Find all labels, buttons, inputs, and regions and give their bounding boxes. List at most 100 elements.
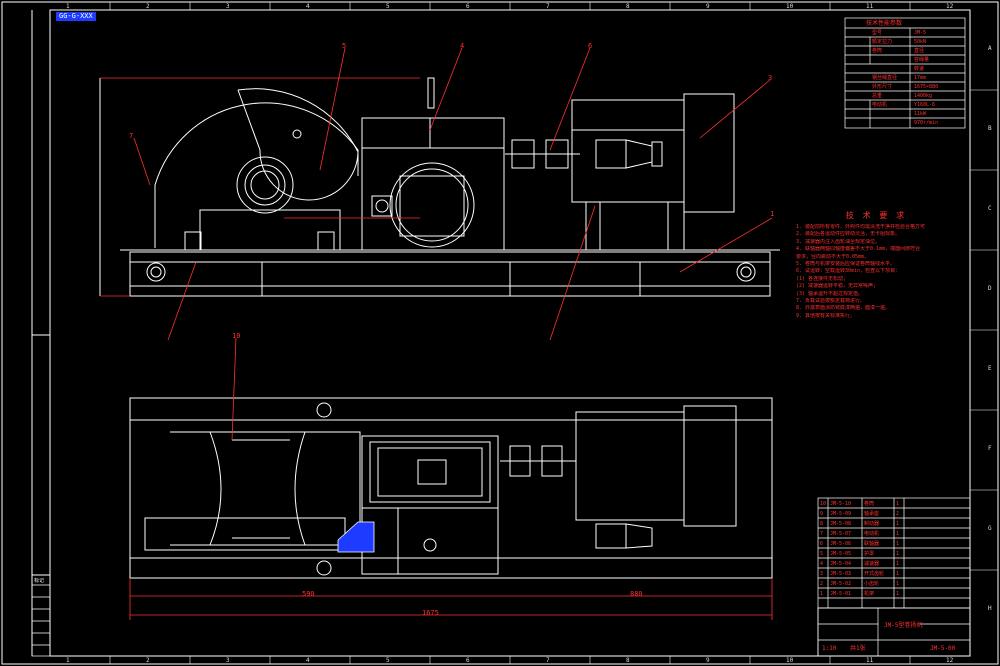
grid-column-label: 6 — [466, 657, 470, 664]
part-number-5: 5 — [342, 42, 347, 50]
grid-column-label: 7 — [546, 3, 550, 10]
grid-column-label: 1 — [66, 657, 70, 664]
grid-column-label: 2 — [146, 657, 150, 664]
spec-row-value: JM-5 — [914, 30, 927, 36]
grid-row-label: B — [988, 125, 992, 132]
spec-row-value: 直径 — [914, 48, 925, 54]
bom-cell: 1 — [896, 581, 900, 587]
part-number-6: 6 — [588, 42, 593, 50]
tech-requirement-line: 6. 试运转：空载运转30min，检查以下项目： — [796, 268, 901, 275]
bom-cell: JM-5-07 — [830, 531, 852, 537]
bom-cell: 1 — [820, 591, 824, 597]
grid-row-label: A — [988, 45, 992, 52]
spec-row-value: 50kN — [914, 39, 927, 45]
grid-column-label: 8 — [626, 3, 630, 10]
bom-cell: 1 — [896, 521, 900, 527]
bom-cell: 轴承座 — [864, 511, 880, 517]
tech-requirement-line: 7. 负载试验按额定载荷进行。 — [796, 298, 866, 305]
bom-cell: 卷筒 — [864, 501, 875, 507]
tech-requirement-line: (1) 各连接件无松动； — [796, 275, 849, 282]
bom-cell: 6 — [820, 541, 824, 547]
title-block-scale: 1:10 — [822, 645, 837, 652]
grid-column-label: 9 — [706, 657, 710, 664]
bom-cell: JM-5-04 — [830, 561, 852, 567]
bom-cell: 减速器 — [864, 561, 880, 567]
part-number-1: 1 — [770, 210, 775, 218]
bom-cell: JM-5-02 — [830, 581, 852, 587]
dimension-total-length: 1675 — [422, 609, 439, 617]
grid-column-label: 10 — [786, 3, 794, 10]
spec-row-label: 电动机 — [872, 102, 888, 108]
dimension-right-part: 880 — [630, 590, 643, 598]
part-number-4: 4 — [460, 42, 465, 50]
grid-row-label: H — [988, 605, 992, 612]
part-number-3: 3 — [768, 74, 773, 82]
bom-cell: 电动机 — [864, 531, 880, 537]
bom-frame — [817, 497, 971, 657]
spec-table-frame — [844, 17, 966, 129]
bom-cell: 机架 — [864, 591, 875, 597]
grid-row-label: D — [988, 285, 992, 292]
bom-cell: 1 — [896, 531, 900, 537]
tech-requirement-line: 2. 装配后各运动件应转动灵活，无卡阻现象。 — [796, 231, 901, 238]
bom-cell: 2 — [896, 511, 900, 517]
bom-cell: 7 — [820, 531, 824, 537]
bom-cell: 3 — [820, 571, 824, 577]
title-block-drawing-no: JM-5-00 — [930, 645, 956, 652]
grid-row-label: F — [988, 445, 992, 452]
tech-requirement-line: 3. 减速器内注入齿轮油至规定油位。 — [796, 238, 881, 245]
bom-cell: 9 — [820, 511, 824, 517]
bom-cell: JM-5-06 — [830, 541, 852, 547]
spec-row-value: Y160L-6 — [914, 102, 936, 108]
top-view-leaders — [129, 337, 773, 620]
top-view — [129, 397, 773, 579]
tech-requirement-line: 5. 卷筒与机架安装后应保证卷筒轴线水平。 — [796, 261, 896, 268]
bom-cell: 8 — [820, 521, 824, 527]
bom-cell: JM-5-01 — [830, 591, 852, 597]
grid-column-label: 6 — [466, 3, 470, 10]
tech-requirement-line: (2) 减速器运转平稳，无异常噪声； — [796, 283, 879, 290]
grid-row-label: C — [988, 205, 992, 212]
bom-cell: JM-5-08 — [830, 521, 852, 527]
grid-column-label: 7 — [546, 657, 550, 664]
spec-row-value: 970r/min — [914, 120, 939, 126]
tech-requirement-line: 9. 其他按有关标准执行。 — [796, 312, 856, 319]
grid-column-label: 8 — [626, 657, 630, 664]
grid-ticks — [109, 2, 998, 664]
grid-column-label: 12 — [946, 657, 954, 664]
bom-cell: JM-5-10 — [830, 501, 852, 507]
part-number-10: 10 — [232, 332, 241, 340]
tech-requirement-line: 4. 联轴器两轴同轴度偏差不大于0.1mm，端面间隙符合 — [796, 246, 921, 253]
bom-cell: JM-5-03 — [830, 571, 852, 577]
spec-row-label: 钢丝绳直径 — [872, 75, 898, 81]
bom-cell: 1 — [896, 541, 900, 547]
bom-cell: 1 — [896, 501, 900, 507]
bom-cell: 1 — [896, 551, 900, 557]
spec-row-value: 11kW — [914, 111, 927, 117]
grid-row-label: E — [988, 365, 992, 372]
grid-column-label: 4 — [306, 657, 310, 664]
tech-requirement-line: 要求，径向跳动不大于0.05mm。 — [796, 253, 870, 260]
bom-cell: 开式齿轮 — [864, 571, 885, 577]
tech-requirement-line: (3) 轴承温升不超过规定值。 — [796, 290, 864, 297]
front-view-leaders — [100, 47, 773, 341]
grid-column-label: 11 — [866, 3, 874, 10]
grid-column-label: 5 — [386, 657, 390, 664]
bom-cell: 1 — [896, 571, 900, 577]
spec-table-title: 技术性能参数 — [866, 20, 903, 27]
tech-requirement-line: 1. 装配前所有零件、外购件均需清洗干净并检验合格方可 — [796, 224, 926, 230]
bom-cell: 制动器 — [864, 521, 880, 527]
grid-column-label: 3 — [226, 3, 230, 10]
revision-label: 标记 — [34, 578, 45, 584]
grid-column-label: 1 — [66, 3, 70, 10]
grid-column-label: 10 — [786, 657, 794, 664]
grid-column-label: 4 — [306, 3, 310, 10]
revision-block — [31, 574, 51, 657]
tech-requirement-line: 8. 外露表面涂防锈底漆两遍，面漆一遍。 — [796, 305, 891, 312]
part-number-7: 7 — [129, 132, 134, 140]
spec-row-label: 型号 — [872, 30, 883, 36]
bom-cell: 10 — [820, 501, 827, 507]
grid-column-label: 9 — [706, 3, 710, 10]
bom-cell: 护罩 — [864, 551, 875, 557]
